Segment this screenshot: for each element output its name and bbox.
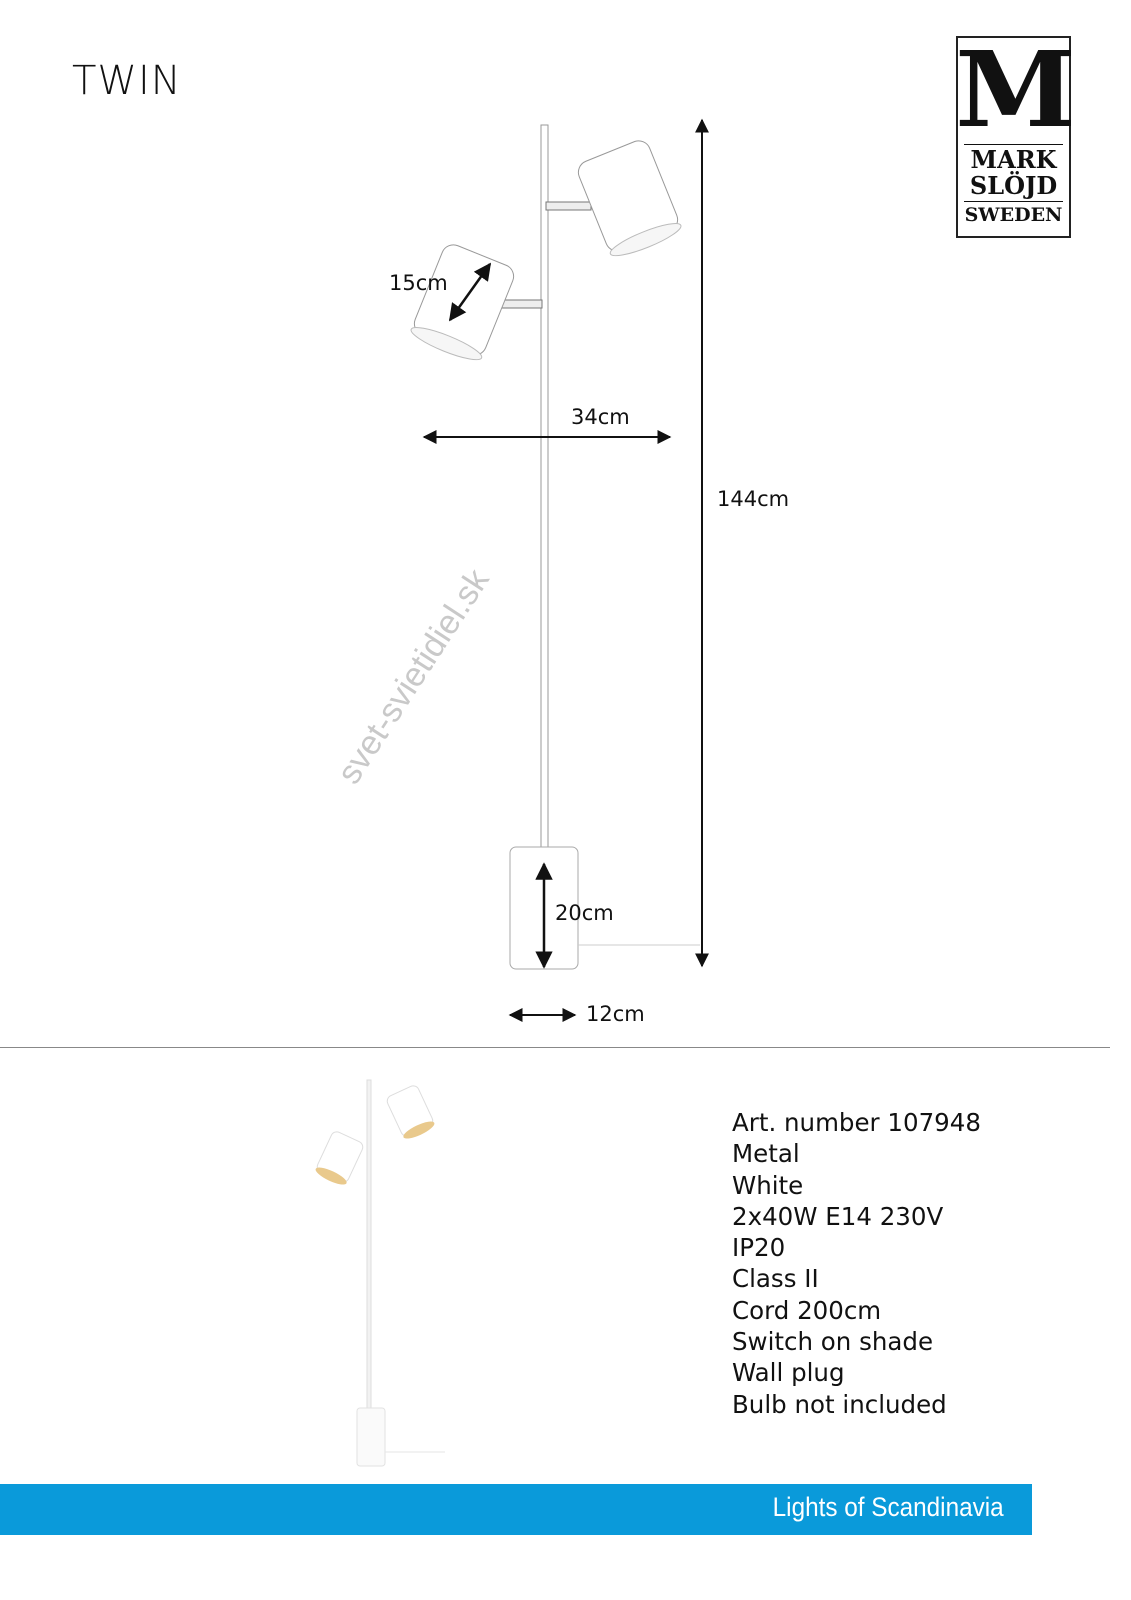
spec-bulb: Bulb not included [732, 1389, 947, 1419]
product-title: TWIN [72, 58, 182, 104]
spec-switch: Switch on shade [732, 1327, 934, 1357]
spec-power: 2x40W E14 230V [732, 1201, 944, 1231]
logo-line1: MARK [970, 145, 1057, 174]
logo-line3: SWEDEN [964, 204, 1063, 226]
dim-base-width: 12cm [586, 1002, 645, 1026]
dim-height: 144cm [717, 487, 790, 511]
logo-letter: M [955, 28, 1077, 151]
spec-class: Class II [732, 1264, 819, 1294]
spec-art-number: Art. number 107948 [732, 1108, 981, 1137]
spec-material: Metal [732, 1139, 800, 1169]
logo-line2: SLÖJD [969, 171, 1058, 200]
spec-plug: Wall plug [732, 1358, 845, 1388]
spec-cord: Cord 200cm [732, 1295, 882, 1325]
dimension-drawing [410, 118, 709, 1022]
spec-ip: IP20 [732, 1233, 786, 1263]
spec-list: Art. number 107948 Metal White 2x40W E14… [732, 1107, 981, 1420]
dim-width: 34cm [571, 405, 630, 429]
brand-logo: M MARK SLÖJD SWEDEN [955, 28, 1077, 238]
dim-base-height: 20cm [555, 901, 614, 925]
dim-shade: 15cm [389, 271, 448, 295]
divider [0, 1047, 1110, 1048]
footer-bar: Lights of Scandinavia [0, 1484, 1032, 1535]
spec-color: White [732, 1170, 804, 1200]
footer-tagline: Lights of Scandinavia [772, 1492, 1004, 1522]
product-photo [315, 1079, 445, 1467]
